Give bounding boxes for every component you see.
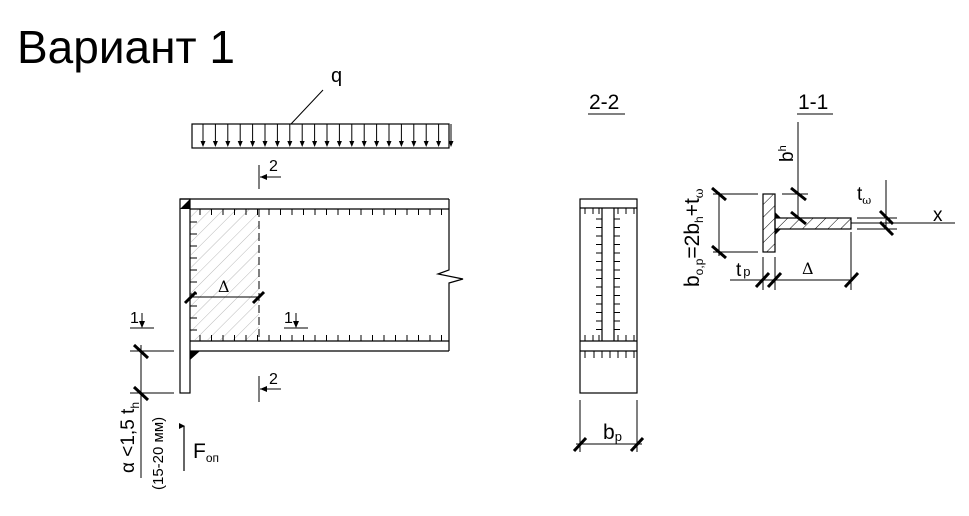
svg-text:1: 1 <box>284 310 293 327</box>
load-arrowhead-icon <box>200 141 206 147</box>
delta-label: Δ <box>218 277 230 296</box>
bop-tick-top <box>711 186 727 202</box>
section-mark-1-right: 1 <box>284 310 308 329</box>
svg-text:2: 2 <box>269 371 278 388</box>
load-arrowhead-icon <box>423 141 429 147</box>
section-2-2: 2-2 bp <box>572 91 645 453</box>
section-1-1-plate <box>762 193 776 253</box>
tp-tick-left <box>754 271 771 289</box>
weld-ticks <box>190 209 442 341</box>
diagram-title: Вариант 1 <box>17 21 235 73</box>
bop-tick-bottom <box>711 244 727 260</box>
section-1-1-stiffener <box>774 217 852 230</box>
section-mark-1-left: 1 <box>130 310 154 329</box>
section-2-2-title: 2-2 <box>589 91 619 114</box>
tw-tick-bottom <box>878 220 895 237</box>
load-arrowhead-icon <box>287 141 293 147</box>
bh-label: bh <box>777 145 798 162</box>
delta-1-1-label: Δ <box>802 259 814 278</box>
section-2-2-outline <box>579 198 638 394</box>
bh-tick-top <box>790 186 807 202</box>
weld-1-1-bottom-icon <box>775 229 781 235</box>
load-box <box>191 123 450 149</box>
load-label: q <box>331 65 342 87</box>
weld-bottom-icon <box>190 351 200 360</box>
load-arrowhead-icon <box>349 141 355 147</box>
load-arrowhead-icon <box>436 141 442 147</box>
load-arrowhead-icon <box>374 141 380 147</box>
bh-tick-bottom <box>790 210 807 226</box>
delta-dim-tick-right <box>251 290 266 305</box>
load-arrows <box>200 124 454 147</box>
load-arrowhead-icon <box>448 141 454 147</box>
svg-text:1: 1 <box>130 310 139 327</box>
stiffener-zone-hatch <box>191 209 259 340</box>
support-force: Fоп <box>179 423 219 471</box>
load-arrowhead-icon <box>361 141 367 147</box>
bp-tick-left <box>572 436 588 453</box>
alpha-formula: α <1,5 th <box>118 402 142 473</box>
tp-tick-right <box>766 271 783 289</box>
load-arrowhead-icon <box>225 141 231 147</box>
load-arrowhead-icon <box>250 141 256 147</box>
load-arrowhead-icon <box>386 141 392 147</box>
end-plate <box>179 198 191 394</box>
section-1-1: 1-1 bh x tω bo,p=2bh+tω <box>681 91 955 290</box>
delta-dim-tick-left <box>183 290 198 305</box>
section-1-1-title: 1-1 <box>798 91 828 114</box>
weld-top-icon <box>180 199 190 209</box>
break-line <box>435 199 464 351</box>
delta-1-1-tick-right <box>843 271 860 289</box>
section-2-2-weld-ticks <box>584 208 635 358</box>
bp-tick-right <box>629 436 645 453</box>
section-mark-2-top: 2 <box>258 158 281 189</box>
bop-formula: bo,p=2bh+tω <box>681 188 706 287</box>
load-arrowhead-icon <box>237 141 243 147</box>
alpha-tick-bottom <box>132 385 150 402</box>
load-leader-line <box>290 89 324 125</box>
load-arrowhead-icon <box>262 141 268 147</box>
beam-elevation: Δ <box>179 198 464 394</box>
load-arrowhead-icon <box>212 141 218 147</box>
load-arrowhead-icon <box>299 141 305 147</box>
load-arrowhead-icon <box>336 141 342 147</box>
alpha-tick-top <box>132 343 150 360</box>
load-arrowhead-icon <box>312 141 318 147</box>
support-force-label: Fоп <box>193 440 219 465</box>
load-arrowhead-icon <box>411 141 417 147</box>
load-arrowhead-icon <box>274 141 280 147</box>
svg-text:2: 2 <box>269 158 278 175</box>
x-axis-label: x <box>933 205 943 226</box>
weld-1-1-top-icon <box>775 212 781 218</box>
distributed-load: q <box>191 65 454 149</box>
bp-label: bp <box>603 421 622 444</box>
load-arrowhead-icon <box>324 141 330 147</box>
load-arrowhead-icon <box>398 141 404 147</box>
section-mark-2-bottom: 2 <box>258 371 281 402</box>
tw-tick-top <box>878 209 895 226</box>
alpha-range: (15-20 мм) <box>150 417 167 490</box>
tw-label: tω <box>857 184 871 207</box>
alpha-dimension: α <1,5 th (15-20 мм) <box>118 343 174 490</box>
